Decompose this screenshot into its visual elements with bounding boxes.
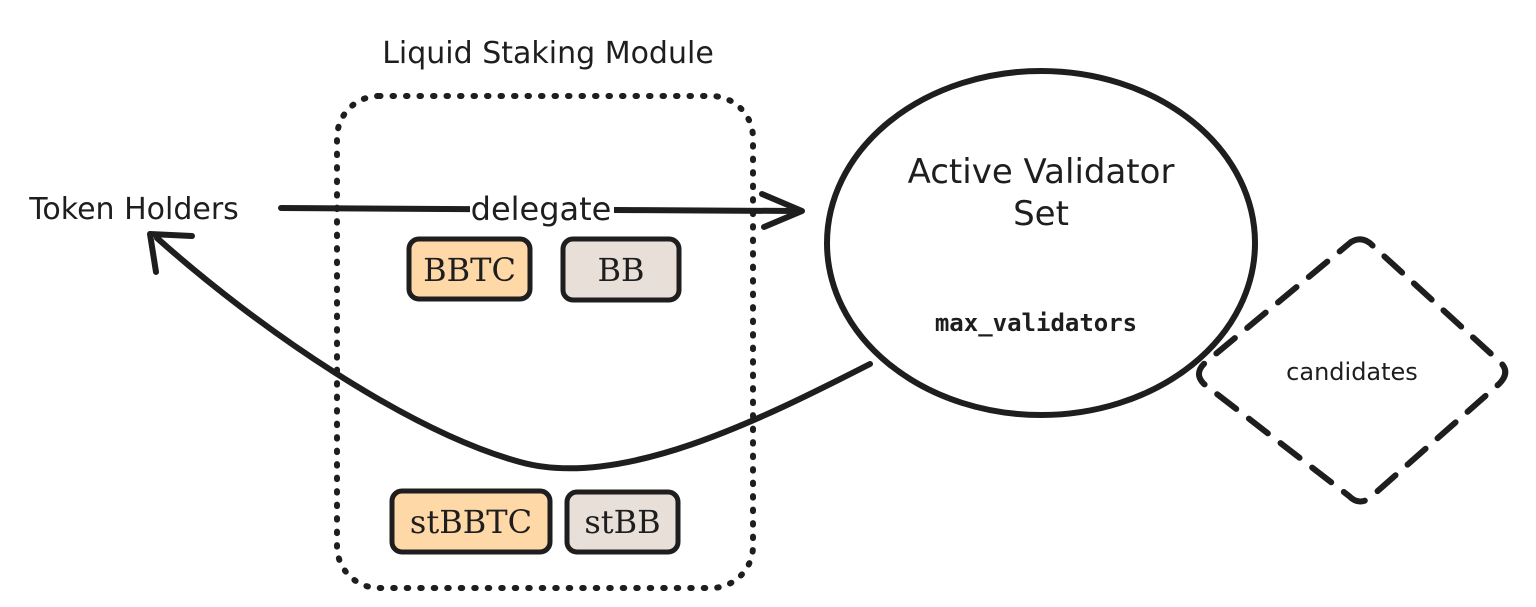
stbbtc-token-label: stBBTC bbox=[410, 503, 532, 541]
stbbtc-token-box bbox=[389, 488, 553, 555]
bbtc-token-box bbox=[406, 236, 533, 302]
stbbtc-token: stBBTC bbox=[389, 488, 553, 555]
bbtc-token: BBTC bbox=[406, 236, 533, 302]
token-holders-label: Token Holders bbox=[28, 192, 239, 227]
delegate-label-backing bbox=[470, 190, 614, 226]
stbb-token: stBB bbox=[564, 489, 681, 555]
stbb-token-box bbox=[564, 489, 681, 555]
bb-token-label: BB bbox=[597, 251, 644, 289]
validator-set-title-line2: Set bbox=[1013, 194, 1069, 234]
candidates-diamond bbox=[1196, 236, 1509, 505]
return-arrowhead bbox=[147, 231, 195, 275]
liquid-staking-module-box bbox=[334, 93, 756, 591]
active-validator-set-circle bbox=[824, 68, 1258, 418]
validator-set-title-line1: Active Validator bbox=[908, 152, 1175, 192]
bb-token-box bbox=[560, 236, 682, 303]
delegate-arrowhead bbox=[759, 191, 805, 230]
stbb-token-label: stBB bbox=[584, 503, 660, 541]
bb-token: BB bbox=[560, 236, 682, 303]
return-arrow bbox=[154, 235, 873, 472]
delegate-label: delegate bbox=[471, 190, 612, 228]
max-validators-param: max_validators bbox=[935, 309, 1137, 337]
candidates-label: candidates bbox=[1286, 358, 1418, 386]
module-title: Liquid Staking Module bbox=[382, 36, 714, 71]
bbtc-token-label: BBTC bbox=[423, 251, 516, 289]
